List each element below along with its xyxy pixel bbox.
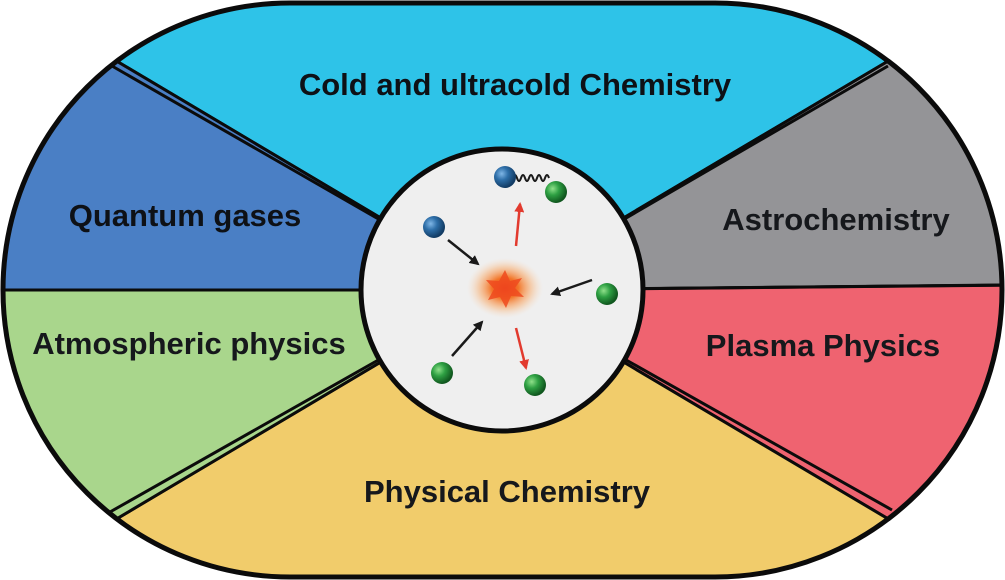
blue-particle — [494, 166, 516, 188]
green-particle — [596, 283, 618, 305]
incoming-arrow — [451, 320, 484, 357]
incoming-arrow — [550, 278, 593, 297]
label-atmos: Atmospheric physics — [32, 326, 346, 361]
outgoing-arrow — [514, 202, 525, 247]
label-astro: Astrochemistry — [722, 202, 950, 237]
collision-illustration — [358, 146, 646, 434]
collision-burst-core — [486, 270, 524, 308]
green-particle — [524, 374, 546, 396]
incoming-arrow — [447, 239, 480, 266]
green-particle — [545, 181, 567, 203]
label-cold: Cold and ultracold Chemistry — [299, 67, 732, 102]
outgoing-arrow — [514, 327, 529, 370]
label-quantum: Quantum gases — [69, 198, 302, 233]
spring-bond — [512, 174, 550, 182]
blue-particle — [423, 216, 445, 238]
green-particle — [431, 362, 453, 384]
label-plasma: Plasma Physics — [706, 328, 940, 363]
label-physchem: Physical Chemistry — [364, 474, 651, 509]
